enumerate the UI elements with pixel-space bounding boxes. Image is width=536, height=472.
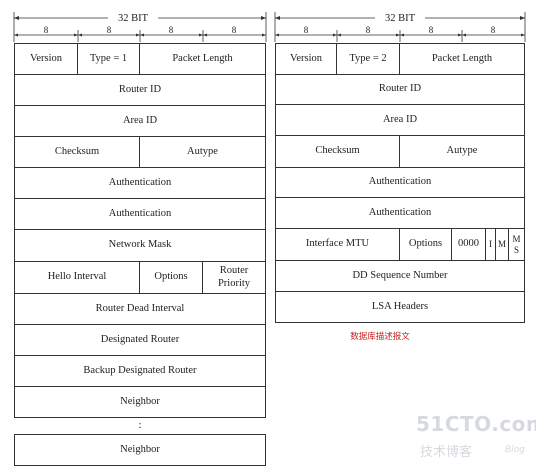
left-byte-label: 8	[107, 25, 112, 35]
ellipsis: :	[138, 419, 142, 431]
checksum-field: Checksum	[275, 136, 400, 168]
router-priority-field: Router Priority	[203, 262, 266, 294]
left-byte-label: 8	[169, 25, 174, 35]
dd-sequence-number-field: DD Sequence Number	[275, 261, 525, 292]
area-id-field: Area ID	[275, 105, 525, 136]
version-field: Version	[275, 43, 337, 75]
area-id-field: Area ID	[14, 106, 266, 137]
options-field: Options	[400, 229, 452, 261]
watermark-blog: Blog	[505, 445, 525, 455]
packet-length-field: Packet Length	[400, 43, 525, 75]
autype-field: Autype	[140, 137, 266, 168]
left-bits-label: 32 BIT	[118, 13, 149, 24]
neighbor-field-last: Neighbor	[14, 434, 266, 466]
type-field: Type = 1	[78, 43, 140, 75]
interface-mtu-field: Interface MTU	[275, 229, 400, 261]
reserved-bits-field: 0000	[452, 229, 486, 261]
autype-field: Autype	[400, 136, 525, 168]
watermark-tagline: 技术博客	[420, 445, 473, 460]
version-field: Version	[14, 43, 78, 75]
right-byte-label: 8	[366, 25, 371, 35]
neighbor-field: Neighbor	[14, 387, 266, 418]
right-byte-label: 8	[429, 25, 434, 35]
lsa-headers-field: LSA Headers	[275, 292, 525, 323]
watermark-site: 51CTO.com	[416, 412, 536, 436]
router-dead-interval-field: Router Dead Interval	[14, 294, 266, 325]
figure-caption: 数据库描述报文	[350, 332, 410, 342]
left-byte-label: 8	[232, 25, 237, 35]
hello-interval-field: Hello Interval	[14, 262, 140, 294]
router-id-field: Router ID	[275, 75, 525, 105]
left-byte-label: 8	[44, 25, 49, 35]
router-id-field: Router ID	[14, 75, 266, 106]
i-bit-field: I	[486, 229, 496, 261]
type-field: Type = 2	[337, 43, 400, 75]
packet-length-field: Packet Length	[140, 43, 266, 75]
right-byte-label: 8	[304, 25, 309, 35]
authentication-field: Authentication	[14, 168, 266, 199]
authentication-field: Authentication	[275, 198, 525, 229]
designated-router-field: Designated Router	[14, 325, 266, 356]
authentication-field: Authentication	[275, 168, 525, 198]
ms-bit-field: M S	[509, 229, 525, 261]
checksum-field: Checksum	[14, 137, 140, 168]
right-bits-label: 32 BIT	[385, 13, 416, 24]
m-bit-field: M	[496, 229, 509, 261]
backup-designated-router-field: Backup Designated Router	[14, 356, 266, 387]
options-field: Options	[140, 262, 203, 294]
authentication-field: Authentication	[14, 199, 266, 230]
network-mask-field: Network Mask	[14, 230, 266, 262]
right-byte-label: 8	[491, 25, 496, 35]
